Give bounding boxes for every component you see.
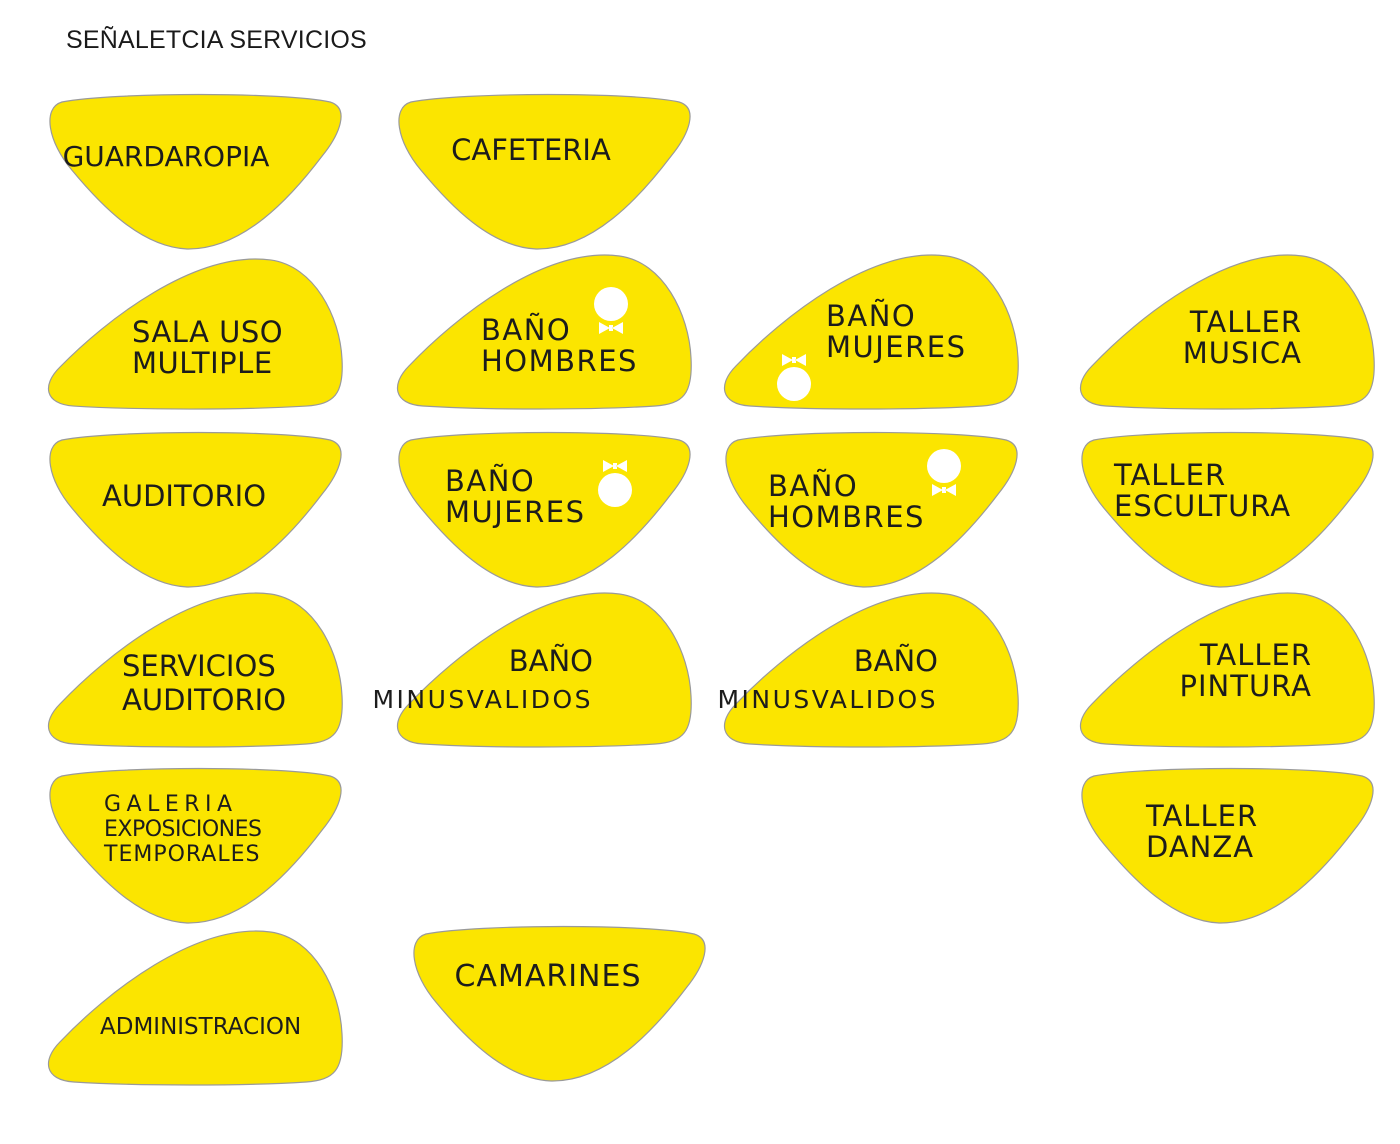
sign-label-line: BAÑO xyxy=(481,313,571,347)
sign-bano-minusvalidos-2: BAÑO MINUSVALIDOS xyxy=(717,592,1019,748)
sign-label-line: EXPOSICIONES xyxy=(104,817,262,842)
man-restroom-icon xyxy=(927,449,961,496)
sign-bano-minusvalidos-1: BAÑO MINUSVALIDOS xyxy=(372,592,692,748)
sign-shape xyxy=(1081,431,1374,588)
man-restroom-icon xyxy=(594,287,628,334)
sign-shape xyxy=(49,767,342,924)
sign-label-line: GUARDAROPIA xyxy=(63,140,270,173)
sign-label-line: BAÑO xyxy=(509,644,593,678)
sign-label-line: ESCULTURA xyxy=(1114,489,1291,523)
page-title: SEÑALETCIA SERVICIOS xyxy=(66,26,367,54)
sign-shape xyxy=(47,592,343,748)
sign-shape xyxy=(413,925,706,1082)
woman-restroom-icon xyxy=(777,354,811,401)
sign-label-line: PINTURA xyxy=(1180,669,1313,703)
sign-label-line: CAFETERIA xyxy=(451,133,611,167)
sign-label-line: MINUSVALIDOS xyxy=(717,685,938,714)
sign-label-line: DANZA xyxy=(1146,830,1254,864)
sign-shape xyxy=(47,258,343,410)
sign-label-line: AUDITORIO xyxy=(102,479,266,513)
sign-label-line: BAÑO xyxy=(768,469,858,503)
sign-label-line: SERVICIOS xyxy=(122,649,276,683)
sign-shape xyxy=(1079,592,1375,748)
sign-label-line: TALLER xyxy=(1189,305,1302,339)
sign-label-line: MINUSVALIDOS xyxy=(372,685,593,714)
sign-cafeteria: CAFETERIA xyxy=(398,93,691,250)
sign-shape xyxy=(47,930,343,1086)
sign-label-line: CAMARINES xyxy=(454,959,641,994)
sign-guardaropia: GUARDAROPIA xyxy=(49,93,342,250)
sign-shape xyxy=(396,592,692,748)
sign-label-line: AUDITORIO xyxy=(122,683,286,717)
sign-label-line: BAÑO xyxy=(445,464,535,498)
sign-label-line: MUSICA xyxy=(1183,336,1302,370)
sign-shape xyxy=(723,592,1019,748)
sign-shape xyxy=(1081,767,1374,924)
sign-shape xyxy=(49,93,342,250)
sign-label-line: BAÑO xyxy=(854,644,938,678)
sign-label-line: TEMPORALES xyxy=(103,842,260,867)
sign-label-line: HOMBRES xyxy=(768,500,925,534)
sign-label-line: TALLER xyxy=(1199,638,1312,672)
sign-shape xyxy=(49,431,342,588)
sign-camarines: CAMARINES xyxy=(413,925,706,1082)
sign-label-line: SALA USO xyxy=(132,315,283,349)
woman-restroom-icon xyxy=(598,460,632,507)
sign-shape xyxy=(398,431,691,588)
sign-label-line: TALLER xyxy=(1145,799,1258,833)
sign-label-line: MUJERES xyxy=(445,495,586,529)
sign-shape xyxy=(398,93,691,250)
sign-auditorio: AUDITORIO xyxy=(49,431,342,588)
sign-label-line: ADMINISTRACION xyxy=(100,1014,301,1040)
sign-label-line: BAÑO xyxy=(826,299,916,333)
sign-shape xyxy=(1079,254,1375,410)
sign-label-line: MUJERES xyxy=(826,330,967,364)
sign-label-line: HOMBRES xyxy=(481,344,638,378)
sign-label-line: GALERIA xyxy=(104,792,238,817)
sign-administracion: ADMINISTRACION xyxy=(47,930,343,1086)
sign-label-line: MULTIPLE xyxy=(132,346,273,380)
sign-label-line: TALLER xyxy=(1113,458,1226,492)
